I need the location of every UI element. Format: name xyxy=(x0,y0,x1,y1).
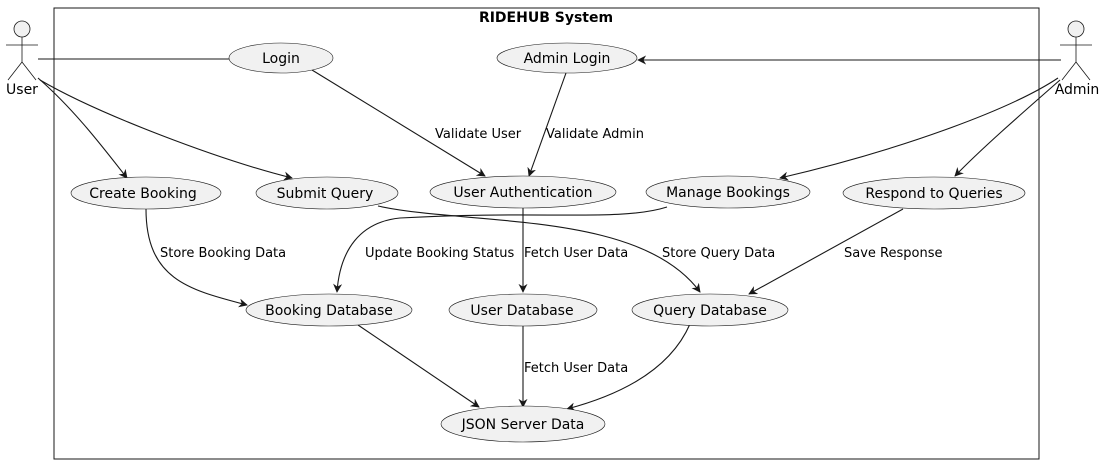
use-case-user-authentication[interactable]: User Authentication xyxy=(429,175,617,209)
use-case-json-server-data[interactable]: JSON Server Data xyxy=(440,405,606,443)
use-case-user-database-label: User Database xyxy=(470,303,573,319)
edge-query-db-json xyxy=(566,323,691,412)
edge-admin-respond-queries xyxy=(954,79,1061,177)
edge-label-save-response: Save Response xyxy=(844,246,942,261)
edge-user-create-booking xyxy=(37,77,128,179)
actor-user-body xyxy=(6,37,38,81)
use-case-query-database[interactable]: Query Database xyxy=(631,293,789,327)
use-case-create-booking-label: Create Booking xyxy=(89,186,196,202)
use-case-login-label: Login xyxy=(262,51,300,67)
system-boundary xyxy=(53,7,1040,460)
edge-booking-db-json xyxy=(357,324,480,408)
actor-user-label: User xyxy=(6,82,38,98)
use-case-respond-to-queries[interactable]: Respond to Queries xyxy=(842,176,1026,210)
edge-label-store-booking-data: Store Booking Data xyxy=(160,246,286,261)
use-case-create-booking[interactable]: Create Booking xyxy=(70,176,222,210)
actor-admin-head xyxy=(1067,20,1085,38)
actor-admin[interactable]: Admin xyxy=(1055,20,1100,98)
edges xyxy=(37,54,1061,412)
use-case-manage-bookings[interactable]: Manage Bookings xyxy=(645,175,811,209)
edge-admin-manage-bookings xyxy=(779,77,1059,181)
use-case-query-database-label: Query Database xyxy=(653,303,767,319)
use-case-admin-login[interactable]: Admin Login xyxy=(496,42,638,74)
edge-label-fetch-user-data-1: Fetch User Data xyxy=(524,246,628,261)
edge-label-update-booking-status: Update Booking Status xyxy=(365,246,514,261)
use-case-user-database[interactable]: User Database xyxy=(448,293,598,327)
edge-create-booking-db xyxy=(145,208,248,308)
system-title: RIDEHUB System xyxy=(479,10,613,26)
edge-user-submit-query xyxy=(39,79,293,181)
edge-respond-query-db xyxy=(748,208,904,295)
edge-label-fetch-user-data-2: Fetch User Data xyxy=(524,361,628,376)
edge-login-auth xyxy=(311,69,486,177)
use-case-submit-query-label: Submit Query xyxy=(277,186,374,202)
use-case-manage-bookings-label: Manage Bookings xyxy=(666,185,790,201)
use-case-booking-database-label: Booking Database xyxy=(265,303,393,319)
edge-query-query-db xyxy=(377,205,701,293)
use-case-login[interactable]: Login xyxy=(228,42,334,74)
use-case-json-server-data-label: JSON Server Data xyxy=(461,417,585,433)
edge-label-validate-user: Validate User xyxy=(435,127,522,142)
actor-admin-body xyxy=(1060,37,1092,81)
edge-manage-booking-db xyxy=(333,206,668,293)
edge-label-store-query-data: Store Query Data xyxy=(662,246,775,261)
use-case-submit-query[interactable]: Submit Query xyxy=(255,176,399,210)
use-case-booking-database[interactable]: Booking Database xyxy=(245,293,413,327)
use-case-user-authentication-label: User Authentication xyxy=(453,185,592,201)
use-case-respond-to-queries-label: Respond to Queries xyxy=(865,186,1002,202)
edge-adminlogin-auth xyxy=(527,72,567,177)
actor-admin-label: Admin xyxy=(1055,82,1100,98)
actor-user-head xyxy=(13,20,31,38)
actor-user[interactable]: User xyxy=(6,20,38,98)
edge-label-validate-admin: Validate Admin xyxy=(546,127,644,142)
use-case-admin-login-label: Admin Login xyxy=(524,51,611,67)
